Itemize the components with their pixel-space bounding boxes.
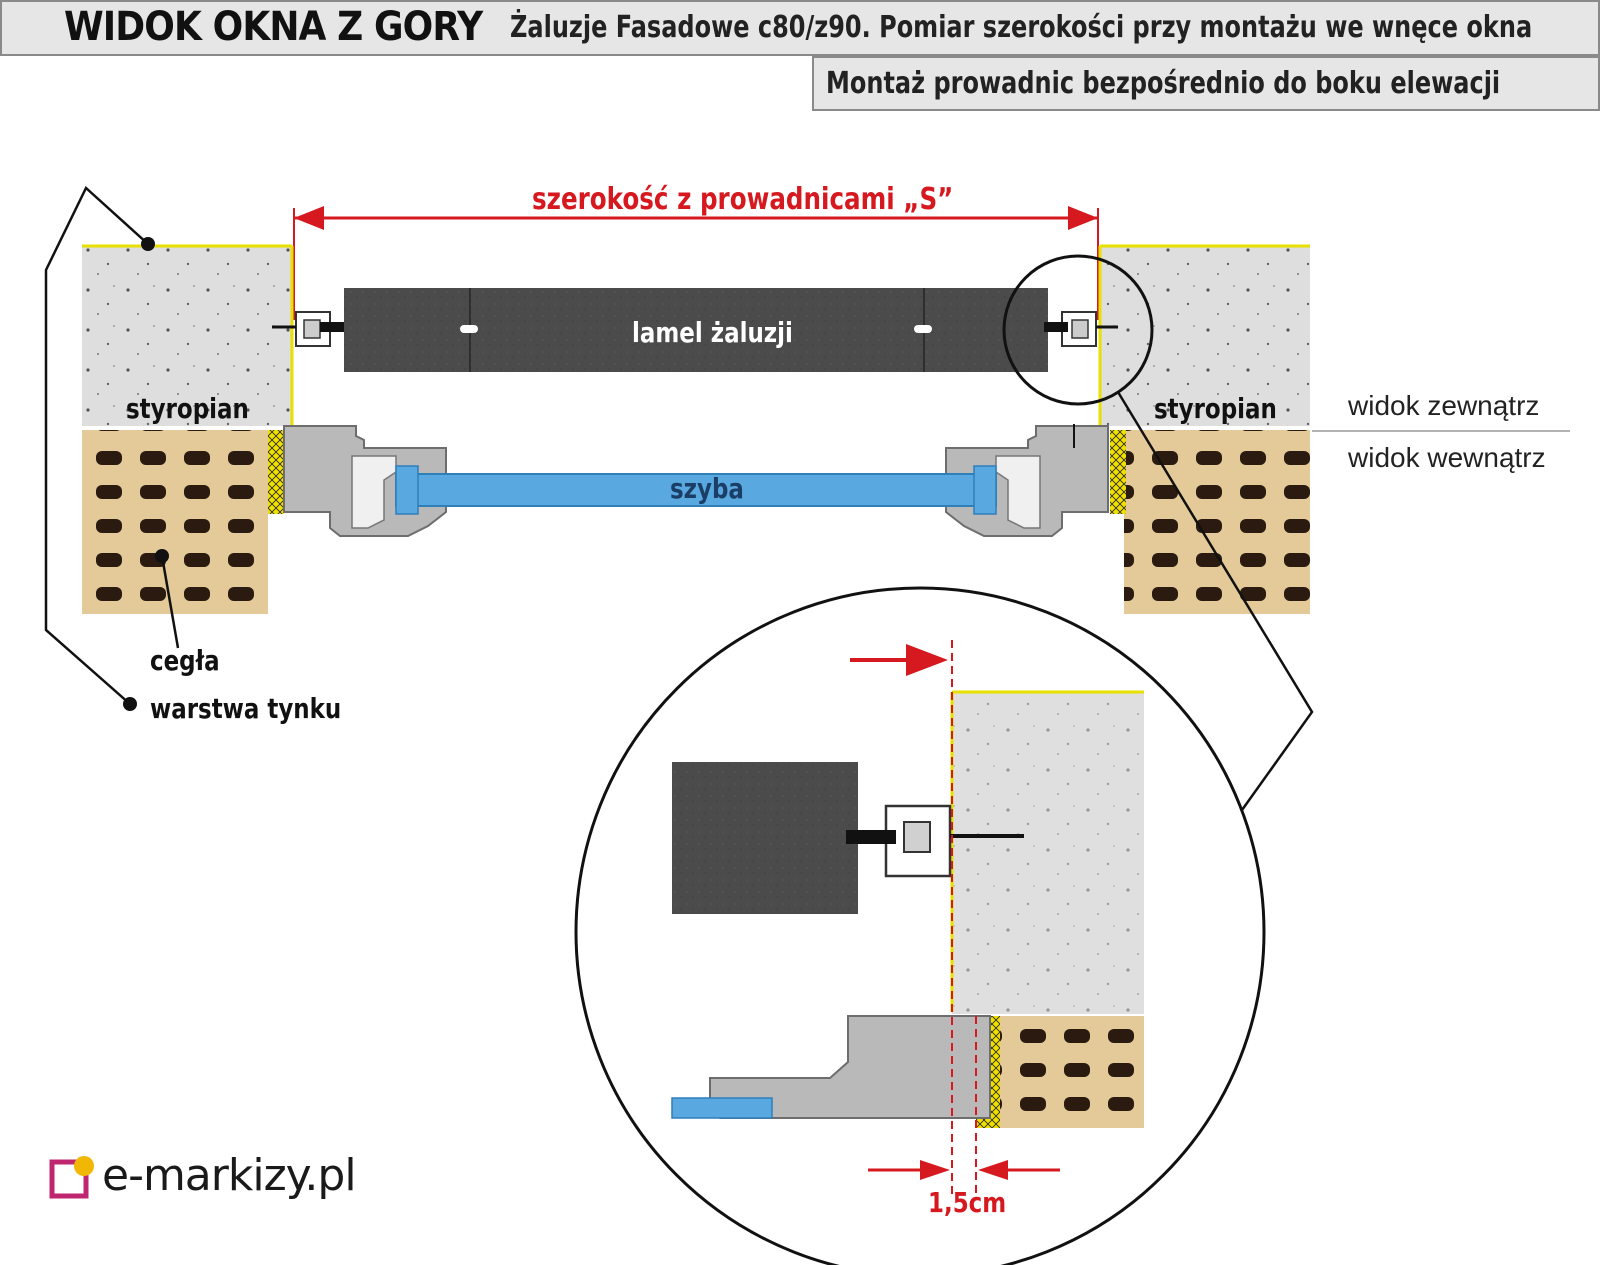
guide-rail-right xyxy=(1044,311,1118,347)
leader-lines-left xyxy=(44,185,180,705)
slat-label: lamel żaluzji xyxy=(632,316,793,349)
brick-left xyxy=(82,430,268,614)
subheader-bar xyxy=(812,56,1600,111)
detail-view xyxy=(574,586,1266,1265)
width-dimension-label: szerokość z prowadnicami „S” xyxy=(532,182,954,217)
foam-block-right xyxy=(1100,246,1310,426)
insulation-strip-left xyxy=(268,430,284,514)
insulation-strip-right xyxy=(1110,430,1126,514)
inside-view-label: widok wewnątrz xyxy=(1348,442,1546,473)
guide-rail-left xyxy=(272,311,344,347)
glass-label: szyba xyxy=(670,472,744,505)
glass-pane xyxy=(395,473,997,507)
outside-view-label: widok zewnątrz xyxy=(1348,390,1540,421)
plaster-label: warstwa tynku xyxy=(150,692,342,725)
foam-label-right: styropian xyxy=(1154,392,1277,425)
brick-right xyxy=(1124,430,1310,614)
detail-dimension-label: 1,5cm xyxy=(928,1186,1007,1219)
logo-icon xyxy=(49,1156,94,1199)
mounting-note: Montaż prowadnic bezpośrednio do boku el… xyxy=(826,66,1501,101)
width-dimension xyxy=(293,206,1099,320)
page-subtitle: Żaluzje Fasadowe c80/z90. Pomiar szeroko… xyxy=(510,10,1533,45)
foam-label-left: styropian xyxy=(126,392,249,425)
logo-text: e-markizy.pl xyxy=(102,1150,357,1201)
page-title: WIDOK OKNA Z GORY xyxy=(64,4,483,50)
header-bar xyxy=(0,0,1600,56)
brick-label: cegła xyxy=(150,644,220,677)
foam-block-left xyxy=(82,246,292,426)
zoom-circle-small xyxy=(1002,254,1154,406)
